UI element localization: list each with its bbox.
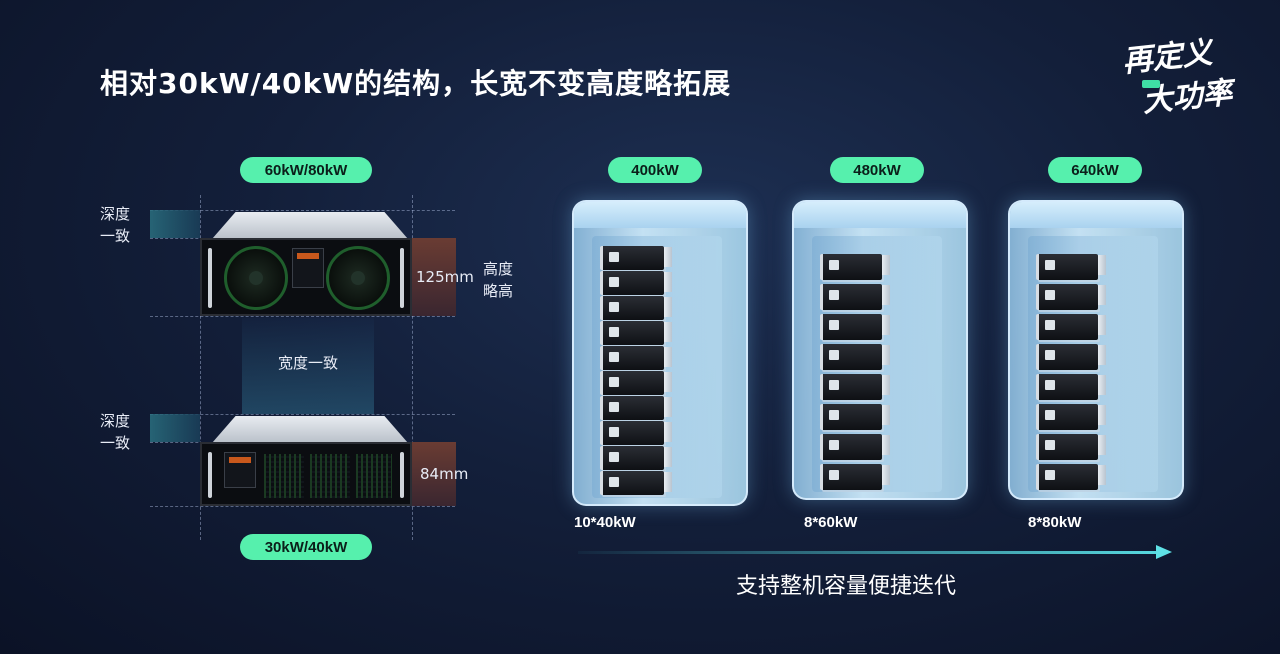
- pill-rack-480kw: 480kW: [830, 157, 924, 183]
- server-module: [1036, 404, 1106, 430]
- rack-top: [794, 202, 966, 228]
- guide-bot-3: [150, 506, 455, 507]
- server-module: [600, 471, 672, 495]
- rack-caption-2: 8*60kW: [804, 514, 858, 531]
- depth-top-line-1: 深度: [100, 205, 131, 223]
- guide-bot-1: [150, 414, 455, 415]
- server-module: [1036, 434, 1106, 460]
- pill-60-80kw: 60kW/80kW: [240, 157, 372, 183]
- display-screen: [229, 457, 251, 463]
- power-unit-large-top-face: [212, 212, 408, 239]
- pill-rack-640kw: 640kW: [1048, 157, 1142, 183]
- fan-icon: [224, 246, 288, 310]
- handle-right: [400, 248, 404, 308]
- rack-400kw: [572, 200, 748, 506]
- depth-label-top: 深度 一致: [100, 203, 130, 247]
- server-module: [1036, 254, 1106, 280]
- height-value-top: 125mm: [416, 268, 474, 286]
- footer-caption: 支持整机容量便捷迭代: [736, 574, 957, 599]
- display-screen: [297, 253, 319, 259]
- handle-left: [208, 248, 212, 308]
- vent-grille: [356, 454, 392, 498]
- progress-arrow-line: [578, 551, 1160, 554]
- width-band: [242, 318, 374, 414]
- server-module: [600, 246, 672, 270]
- control-panel: [224, 452, 256, 488]
- height-band-bottom: [412, 442, 456, 506]
- vent-grille: [264, 454, 304, 498]
- server-module: [820, 254, 890, 280]
- power-unit-small-front: [200, 442, 412, 506]
- server-module: [820, 284, 890, 310]
- server-module: [820, 374, 890, 400]
- server-module: [820, 434, 890, 460]
- server-module: [1036, 374, 1106, 400]
- height-band-top: [412, 238, 456, 316]
- handle-left: [208, 452, 212, 498]
- server-module: [820, 344, 890, 370]
- server-module: [1036, 464, 1106, 490]
- vent-grille: [310, 454, 350, 498]
- depth-band-top: [150, 210, 200, 238]
- server-module: [600, 321, 672, 345]
- handle-right: [400, 452, 404, 498]
- rack-640kw: [1008, 200, 1184, 500]
- logo-accent-tag: [1142, 80, 1160, 88]
- guide-top-3: [150, 316, 455, 317]
- brand-logo: 再定义 大功率: [1118, 32, 1250, 120]
- control-panel: [292, 248, 324, 288]
- server-module: [600, 421, 672, 445]
- rack-caption-1: 10*40kW: [574, 514, 636, 531]
- server-module: [1036, 314, 1106, 340]
- server-module: [600, 446, 672, 470]
- rack-480kw: [792, 200, 968, 500]
- arrow-right-icon: [1156, 545, 1172, 559]
- height-note-line-2: 略高: [483, 282, 514, 300]
- server-module: [1036, 344, 1106, 370]
- pill-rack-400kw: 400kW: [608, 157, 702, 183]
- server-module: [1036, 284, 1106, 310]
- depth-bottom-line-1: 深度: [100, 412, 131, 430]
- guide-right: [412, 195, 413, 540]
- guide-left: [200, 195, 201, 540]
- slide-title: 相对30kW/40kW的结构，长宽不变高度略拓展: [100, 67, 732, 100]
- server-module: [820, 464, 890, 490]
- server-module: [600, 296, 672, 320]
- depth-top-line-2: 一致: [100, 227, 131, 245]
- power-unit-large-front: [200, 238, 412, 316]
- height-value-bottom: 84mm: [420, 465, 469, 483]
- depth-band-bottom: [150, 414, 200, 442]
- pill-30-40kw: 30kW/40kW: [240, 534, 372, 560]
- height-note-line-1: 高度: [483, 260, 514, 278]
- server-module: [820, 404, 890, 430]
- depth-bottom-line-2: 一致: [100, 434, 131, 452]
- fan-icon: [326, 246, 390, 310]
- server-module: [600, 346, 672, 370]
- logo-line-2: 大功率: [1140, 75, 1234, 120]
- rack-top: [574, 202, 746, 228]
- width-note: 宽度一致: [278, 354, 339, 372]
- power-unit-small-top-face: [212, 416, 408, 443]
- server-module: [600, 271, 672, 295]
- server-module: [600, 396, 672, 420]
- guide-top-1: [150, 210, 455, 211]
- depth-label-bottom: 深度 一致: [100, 410, 130, 454]
- rack-caption-3: 8*80kW: [1028, 514, 1082, 531]
- server-module: [820, 314, 890, 340]
- height-note: 高度 略高: [483, 258, 513, 302]
- server-module: [600, 371, 672, 395]
- rack-top: [1010, 202, 1182, 228]
